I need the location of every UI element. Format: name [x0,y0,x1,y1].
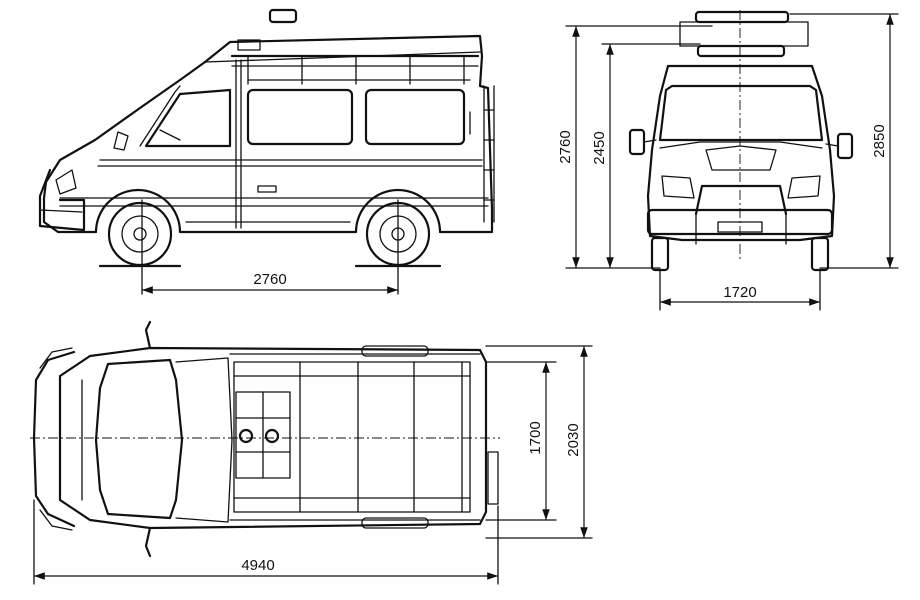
front-beacon-bar [694,10,790,24]
side-bullbar [38,168,86,232]
front-mirror-right [836,132,854,160]
side-wheelbase-label: 2760 [253,271,286,288]
side-windshield [139,85,181,147]
front-headlight-left [661,175,695,199]
top-beacon-right [264,428,280,444]
front-windshield [658,84,824,142]
front-grille [705,145,777,171]
side-rear-ladder [483,85,495,223]
top-rear-ladder [487,451,499,505]
front-body-outline [646,64,836,242]
top-length-label: 4940 [241,557,274,574]
side-front-wheel [107,201,173,267]
front-mirror-left [628,128,646,156]
top-view: 1700 2030 4940 [30,320,593,585]
side-body-outline [42,34,494,234]
side-beacon [268,8,298,24]
front-bullbar-arch [694,184,788,216]
top-bullbar [32,350,76,528]
front-wheel-left [650,236,670,272]
front-height-body-label: 2450 [591,131,608,164]
top-width-outer-label: 2030 [565,423,582,456]
top-beacon-left [238,428,254,444]
top-width-inner-label: 1700 [527,421,544,454]
top-hood [94,358,184,520]
side-view: 2760 [38,8,495,295]
top-roof-rack [233,361,471,513]
top-mirror-right [144,526,152,558]
top-body-outline [58,346,488,530]
top-mirror-left [144,320,152,350]
side-mirror [113,131,129,151]
side-roof-line [204,51,481,63]
side-door-window [144,88,232,148]
front-track-label: 1720 [723,284,756,301]
front-height-overall-label: 2760 [557,130,574,163]
front-headlight-right [787,175,821,199]
front-beacon-bar-lower [696,44,786,58]
side-window-2 [364,88,466,146]
front-wheel-right [810,236,830,272]
front-height-max-label: 2850 [871,124,888,157]
side-headlight [55,169,77,195]
side-window-1 [246,88,354,146]
front-view: 2760 2450 2850 [557,10,899,311]
side-roof-rack [230,39,480,85]
